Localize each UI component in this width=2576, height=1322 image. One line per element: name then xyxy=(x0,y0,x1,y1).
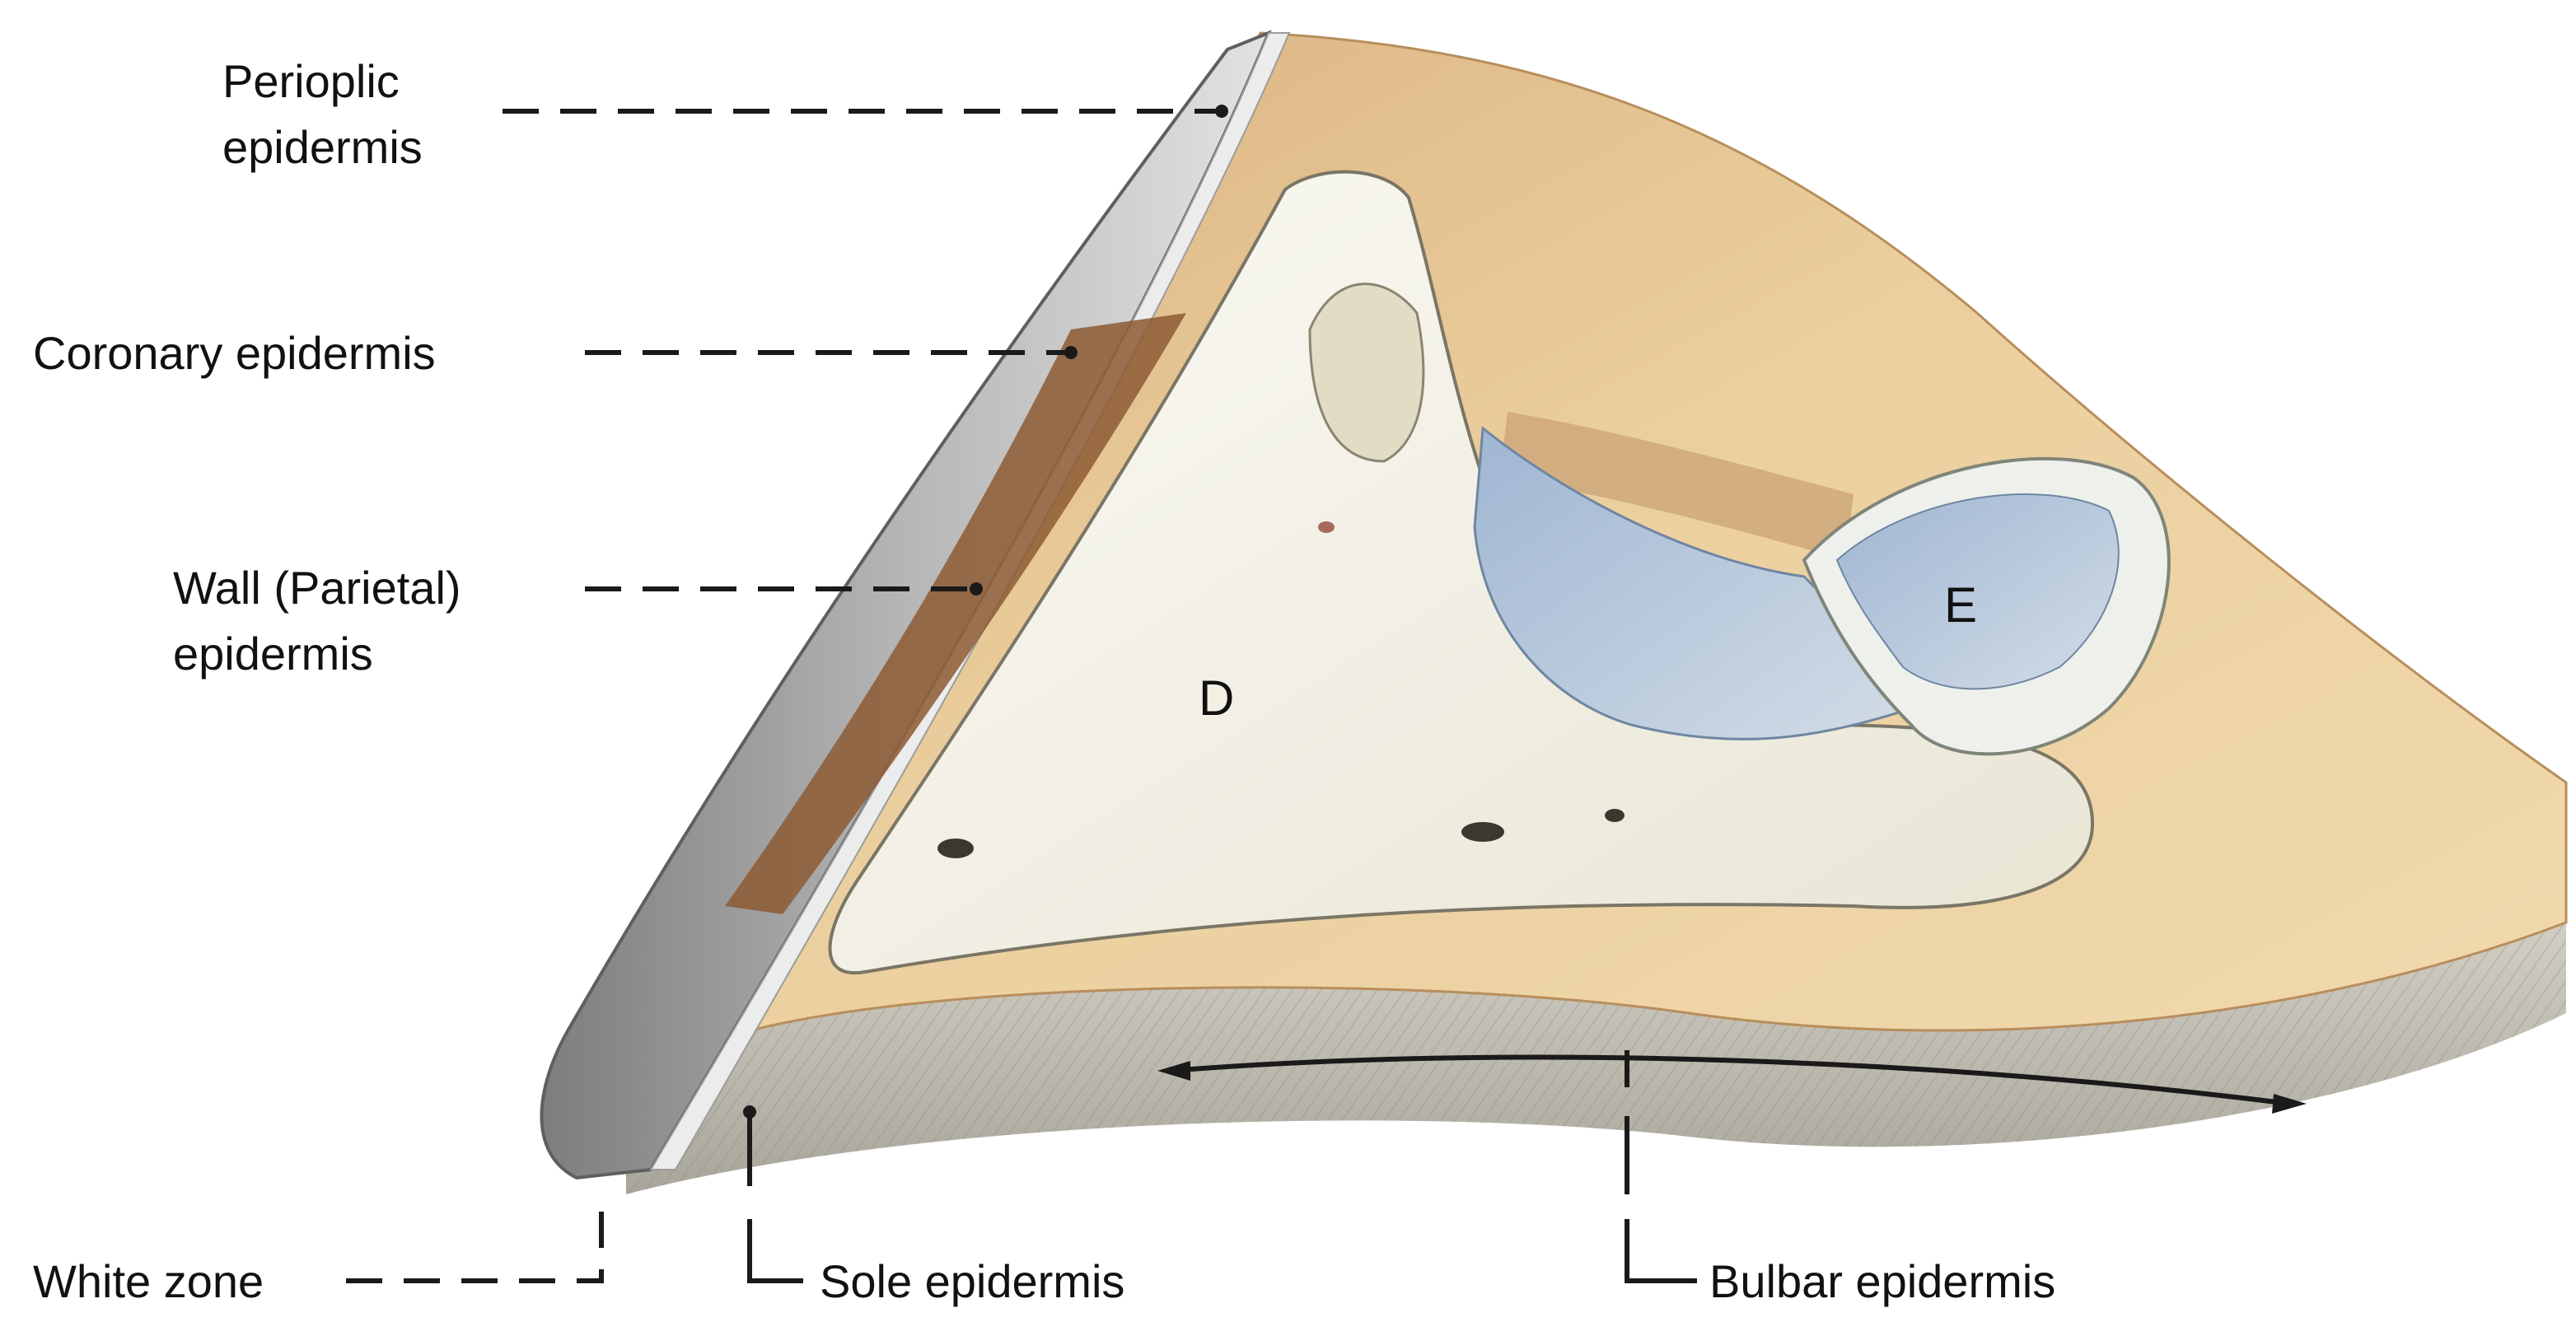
label-white-zone: White zone xyxy=(33,1255,264,1307)
bone-letter-e: E xyxy=(1944,577,1977,633)
bone-letter-d: D xyxy=(1199,670,1234,726)
label-wall-line2: epidermis xyxy=(173,628,373,680)
label-periople-line1: Perioplic xyxy=(222,55,400,107)
label-bulbar: Bulbar epidermis xyxy=(1709,1255,2055,1307)
label-periople-line2: epidermis xyxy=(222,121,423,173)
label-sole: Sole epidermis xyxy=(820,1255,1124,1307)
label-coronary: Coronary epidermis xyxy=(33,327,436,379)
label-wall-line1: Wall (Parietal) xyxy=(173,562,461,614)
